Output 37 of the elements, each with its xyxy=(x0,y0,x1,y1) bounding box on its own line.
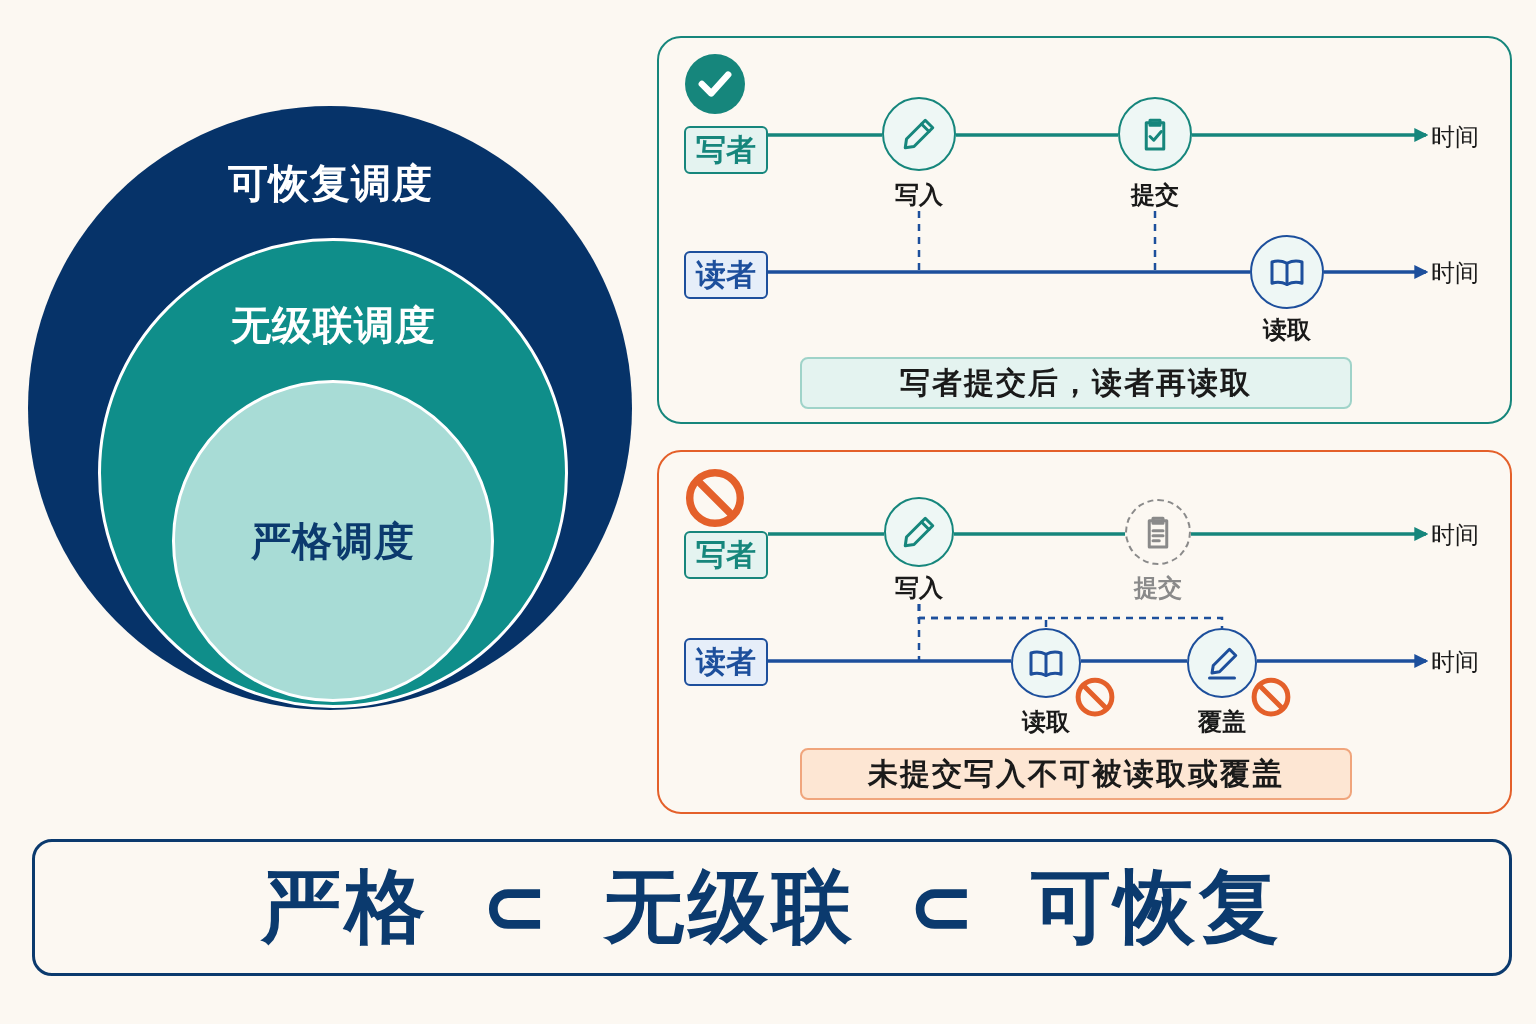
timeline-line xyxy=(1080,659,1188,663)
step-label: 写入 xyxy=(894,181,944,209)
summary-banner: 写者提交后，读者再读取 xyxy=(800,357,1352,409)
timeline-line xyxy=(768,270,1250,274)
panel-card xyxy=(657,450,1512,814)
relation-banner: 严格 ⊂ 无级联 ⊂ 可恢复 xyxy=(32,839,1512,976)
role-tag: 写者 xyxy=(684,531,768,579)
timeline-arrow xyxy=(1324,265,1429,279)
scope-label: 严格调度 xyxy=(250,516,416,566)
step-label: 读取 xyxy=(1261,316,1312,344)
dashed-connector xyxy=(917,211,921,272)
step-label: 覆盖 xyxy=(1197,708,1247,736)
axis-label: 时间 xyxy=(1426,647,1484,677)
dashed-connector xyxy=(1153,211,1157,272)
timeline-line xyxy=(953,532,1126,536)
step-label: 提交 xyxy=(1129,181,1180,209)
axis-label: 时间 xyxy=(1426,520,1484,550)
timeline-line xyxy=(768,133,882,137)
timeline-arrow xyxy=(1192,128,1429,142)
panel-card xyxy=(657,36,1512,424)
axis-label: 时间 xyxy=(1426,122,1484,152)
role-tag: 读者 xyxy=(684,638,768,686)
step-label: 提交 xyxy=(1132,574,1183,602)
summary-banner: 未提交写入不可被读取或覆盖 xyxy=(800,748,1352,800)
timeline-line xyxy=(768,532,885,536)
axis-label: 时间 xyxy=(1426,258,1484,288)
timeline-line xyxy=(956,133,1118,137)
dashed-connector xyxy=(917,604,921,661)
timeline-arrow xyxy=(1190,527,1429,541)
step-label: 写入 xyxy=(894,574,944,602)
role-tag: 写者 xyxy=(684,126,768,174)
role-tag: 读者 xyxy=(684,251,768,299)
timeline-line xyxy=(768,659,1012,663)
scope-label: 无级联调度 xyxy=(229,300,437,350)
scope-label: 可恢复调度 xyxy=(226,158,434,208)
step-label: 读取 xyxy=(1020,708,1071,736)
timeline-arrow xyxy=(1256,654,1429,668)
